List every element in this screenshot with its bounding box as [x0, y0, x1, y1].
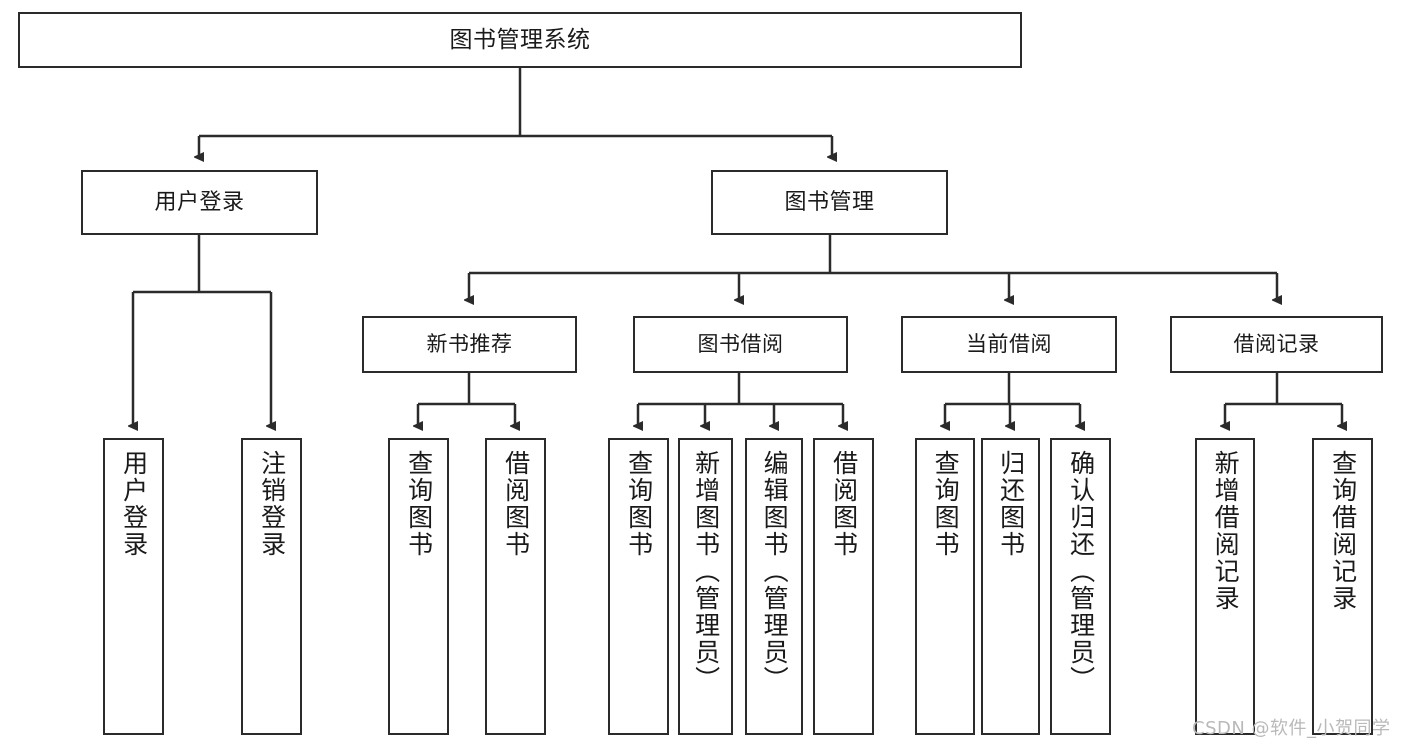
node-book-borrow[interactable]: 图书借阅	[633, 316, 848, 373]
leaf-login[interactable]: 用户登录	[103, 438, 164, 735]
node-label: 归还图书	[996, 450, 1026, 558]
node-borrow-record[interactable]: 借阅记录	[1170, 316, 1383, 373]
node-label: 借阅图书	[829, 450, 859, 558]
node-label: 图书管理系统	[449, 26, 591, 53]
leaf-add-record[interactable]: 新增借阅记录	[1195, 438, 1255, 735]
node-label: 用户登录	[119, 450, 149, 558]
leaf-borrow-book-2[interactable]: 借阅图书	[813, 438, 874, 735]
node-label: 当前借阅	[966, 332, 1052, 357]
node-label: 确认归还（管理员）	[1066, 450, 1096, 693]
node-label: 查询图书	[404, 450, 434, 558]
node-label: 注销登录	[257, 450, 287, 558]
leaf-confirm-return[interactable]: 确认归还（管理员）	[1050, 438, 1111, 735]
node-label: 借阅记录	[1233, 332, 1320, 357]
node-book-management[interactable]: 图书管理	[711, 170, 948, 235]
node-label: 编辑图书（管理员）	[760, 450, 790, 693]
node-user-login[interactable]: 用户登录	[81, 170, 318, 235]
node-label: 用户登录	[154, 189, 245, 215]
leaf-logout[interactable]: 注销登录	[241, 438, 302, 735]
leaf-query-book-3[interactable]: 查询图书	[915, 438, 975, 735]
leaf-query-record[interactable]: 查询借阅记录	[1312, 438, 1373, 735]
leaf-query-book-2[interactable]: 查询图书	[608, 438, 669, 735]
node-new-book-recommend[interactable]: 新书推荐	[362, 316, 577, 373]
node-label: 新增借阅记录	[1211, 450, 1241, 612]
node-root[interactable]: 图书管理系统	[18, 12, 1022, 68]
node-label: 新书推荐	[426, 332, 513, 357]
watermark: CSDN @软件_小贺同学	[1192, 718, 1391, 739]
node-label: 借阅图书	[501, 450, 531, 558]
leaf-add-book[interactable]: 新增图书（管理员）	[678, 438, 733, 735]
node-label: 图书借阅	[697, 332, 784, 357]
node-label: 查询借阅记录	[1328, 450, 1358, 612]
leaf-edit-book[interactable]: 编辑图书（管理员）	[745, 438, 803, 735]
leaf-return-book[interactable]: 归还图书	[981, 438, 1040, 735]
node-label: 查询图书	[624, 450, 654, 558]
node-label: 查询图书	[931, 450, 961, 558]
node-label: 新增图书（管理员）	[691, 450, 721, 693]
leaf-query-book-1[interactable]: 查询图书	[388, 438, 449, 735]
node-label: 图书管理	[784, 189, 875, 215]
leaf-borrow-book-1[interactable]: 借阅图书	[485, 438, 546, 735]
node-current-borrow[interactable]: 当前借阅	[901, 316, 1117, 373]
